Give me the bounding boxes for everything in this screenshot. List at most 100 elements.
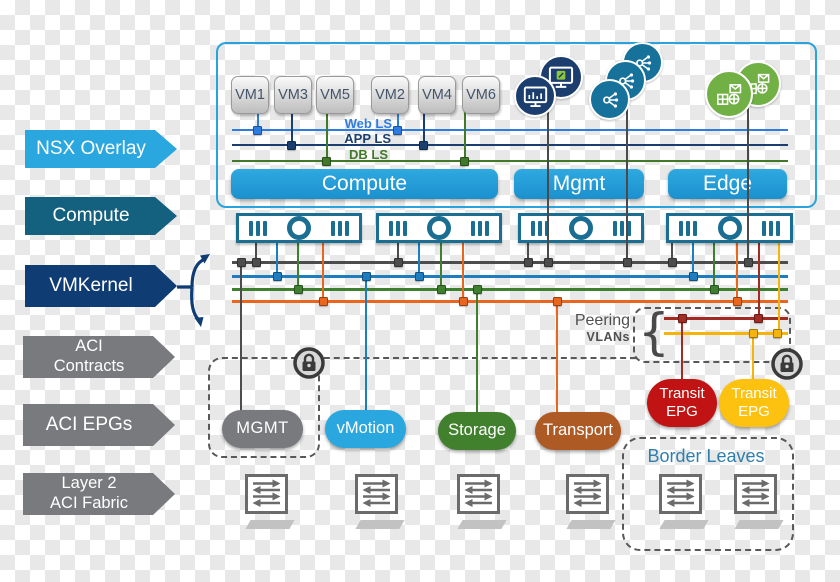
border-leaves-box: [622, 437, 794, 551]
connector: [273, 272, 282, 281]
connector: [733, 297, 742, 306]
network-drop: [297, 243, 299, 290]
connector: [415, 272, 424, 281]
epg-pill-mgmt: MGMT: [222, 410, 303, 448]
switch-shadow: [245, 520, 295, 529]
connector: [362, 272, 371, 281]
border-leaves-title: Border Leaves: [647, 446, 765, 466]
vm-uplink: [291, 112, 293, 145]
vcenter-monitor-icon: [514, 75, 556, 117]
server-bars: [679, 220, 697, 236]
server-donut: [287, 216, 311, 240]
nsx-overlay-zone-box: [216, 42, 817, 208]
server-bars: [613, 220, 631, 236]
row-label-compute: Compute: [25, 197, 177, 235]
server-bars: [471, 220, 489, 236]
peering-red-line: [664, 317, 788, 320]
mgmt-epg-dashed-box: [208, 357, 320, 458]
vm-uplink: [423, 112, 425, 145]
row-label-aci-contracts: ACI Contracts: [23, 336, 175, 378]
server-donut: [427, 216, 451, 240]
connector: [754, 314, 763, 323]
icon-link-line: [626, 88, 628, 262]
icon-link-line: [547, 92, 549, 262]
mgmt-cluster-bar: Mgmt: [514, 169, 644, 199]
network-drop: [692, 243, 694, 277]
connector: [524, 258, 533, 267]
switch-icon: [245, 474, 288, 514]
network-drop: [527, 243, 529, 263]
epg-pill-storage: Storage: [438, 412, 516, 450]
server-donut: [717, 216, 742, 240]
connector: [623, 258, 632, 267]
connector: [553, 297, 562, 306]
connector: [322, 157, 331, 166]
switch-shadow: [734, 520, 784, 529]
storage-vmk-line: [232, 288, 788, 291]
vm-box: VM1: [231, 76, 269, 114]
connector: [394, 258, 403, 267]
mgmt-epg-link: [240, 262, 242, 412]
lock-icon: [293, 347, 325, 379]
edge-cluster-bar: Edge: [668, 169, 787, 199]
connector: [437, 285, 446, 294]
epg-pill-vmotion: vMotion: [325, 410, 406, 448]
transit-red-link: [681, 318, 683, 381]
row-label-text: ACI Fabric: [50, 494, 128, 512]
peering-brace: {: [638, 303, 670, 361]
vm-box: VM5: [316, 76, 354, 114]
switch-icon: [566, 474, 609, 514]
esxi-host-icon: [518, 213, 644, 243]
icon-link-line: [747, 95, 749, 262]
vm-uplink: [464, 112, 466, 161]
row-label-nsx-overlay: NSX Overlay: [25, 130, 177, 168]
connector: [294, 285, 303, 294]
server-bars: [762, 220, 780, 236]
compute-cluster-bar: Compute: [231, 169, 498, 199]
switch-shadow: [355, 520, 405, 529]
vmkernel-brace: [177, 254, 210, 327]
connector: [689, 272, 698, 281]
network-drop: [462, 243, 464, 302]
vm-box: VM3: [274, 76, 312, 114]
connector: [678, 314, 687, 323]
server-donut: [569, 216, 593, 240]
vm-box: VM6: [462, 76, 500, 114]
connector: [710, 285, 719, 294]
switch-shadow: [457, 520, 507, 529]
peering-label: Peering VLANs: [574, 312, 630, 344]
esxi-host-icon: [236, 213, 362, 243]
vm-box: VM2: [371, 76, 409, 114]
network-drop: [255, 243, 257, 263]
vmotion-vmk-line: [232, 275, 788, 278]
transport-epg-link: [556, 301, 558, 414]
switch-icon: [457, 474, 500, 514]
db-ls-line: [232, 160, 788, 162]
network-drop: [440, 243, 442, 290]
app-ls-label: APP LS: [344, 131, 391, 146]
network-drop: [322, 243, 324, 302]
network-drop: [778, 243, 780, 334]
row-label-text: Layer 2: [61, 474, 117, 493]
switch-icon: [734, 474, 777, 514]
switch-icon: [659, 474, 702, 514]
row-label-text: Compute: [52, 205, 130, 226]
transit-yellow-link: [752, 333, 754, 381]
connector: [749, 329, 758, 338]
peering-yellow-line: [664, 332, 788, 335]
network-drop: [276, 243, 278, 277]
connector: [287, 141, 296, 150]
lock-icon: [771, 348, 803, 380]
row-label-text: NSX Overlay: [36, 138, 146, 159]
vm-uplink: [397, 112, 399, 130]
connector: [773, 329, 782, 338]
network-drop: [713, 243, 715, 290]
epg-pill-transport: Transport: [535, 412, 621, 450]
network-drop: [758, 243, 760, 319]
network-drop: [418, 243, 420, 277]
connector: [744, 258, 753, 267]
row-label-vmkernel: VMKernel: [25, 265, 177, 307]
web-ls-line: [232, 129, 788, 131]
connector: [253, 126, 262, 135]
network-drop: [671, 243, 673, 263]
